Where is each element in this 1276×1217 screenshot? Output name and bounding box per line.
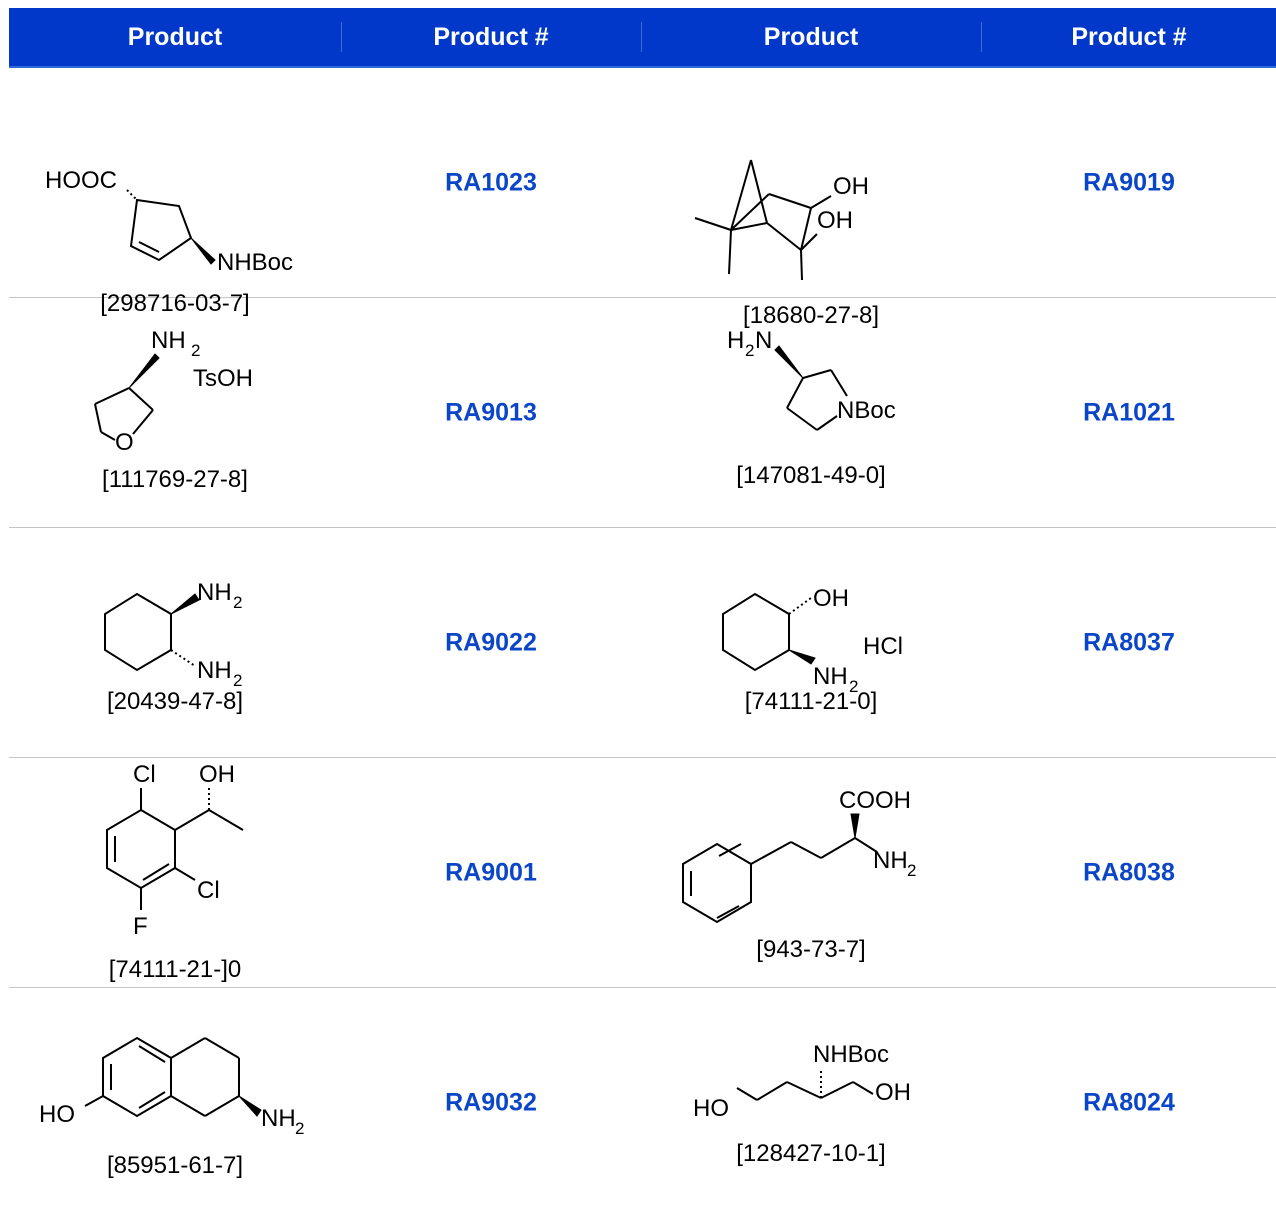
structure-label: HOOC [45,167,117,194]
product-number-link[interactable]: RA8024 [1083,1088,1175,1116]
cas-number: [85951-61-7] [106,1152,244,1179]
table-row: NH 2 NH 2 [20439-47-8] RA9022 OH HCl NH … [9,528,1276,758]
structure-cell: NH 2 NH 2 [20439-47-8] [9,528,341,757]
structure-label: NHBoc [217,249,293,276]
structure-label: COOH [839,787,911,814]
structure-image: HO NH 2 [39,1036,304,1138]
product-number-link[interactable]: RA9032 [445,1088,537,1116]
structure-label: F [133,913,148,940]
structure-image: COOH NH 2 [682,787,916,924]
structure-label: 2 [745,341,754,360]
product-number-cell[interactable]: RA8038 [981,758,1276,987]
structure-label: Cl [197,877,220,904]
structure-label: OH [875,1079,911,1106]
cas-number: [20439-47-8] [106,688,244,715]
cas-number: [74111-21-]0 [108,956,242,983]
structure-label: 2 [233,593,242,612]
header-product-2: Product [641,8,981,66]
structure-label: NH [261,1105,296,1132]
cas-number: [298716-03-7] [100,290,250,317]
table-row: NH 2 O TsOH [111769-27-8] RA9013 H 2 N [9,298,1276,528]
structure-image: HOOC NHBoc [45,167,293,276]
product-number-link[interactable]: RA8037 [1083,628,1175,656]
structure-label: NH [873,847,908,874]
structure-label: HO [39,1101,75,1128]
product-number-link[interactable]: RA9022 [445,628,537,656]
cas-number: [111769-27-8] [102,466,248,493]
product-number-cell[interactable]: RA9019 [981,68,1276,297]
table-row: Cl OH Cl F [74111-21-]0 RA9001 [9,758,1276,988]
structure-cell: NHBoc HO OH [128427-10-1] [641,988,981,1217]
structure-image: NHBoc HO OH [693,1041,911,1122]
cas-number: [18680-27-8] [742,302,880,329]
structure-label: HCl [863,633,903,660]
product-number-link[interactable]: RA1021 [1083,398,1175,426]
table-header: Product Product # Product Product # [9,8,1276,68]
product-number-link[interactable]: RA9019 [1083,168,1175,196]
structure-cell: H 2 N NBoc [147081-49-0] [641,298,981,527]
structure-image: Cl OH Cl F [106,761,244,940]
structure-label: OH [199,761,235,788]
product-number-cell[interactable]: RA9001 [341,758,641,987]
structure-cell: COOH NH 2 [943-73-7] [641,758,981,987]
product-table: Product Product # Product Product # HOOC… [9,8,1276,1217]
product-number-link[interactable]: RA8038 [1083,858,1175,886]
header-product-1: Product [127,23,223,51]
table-row: HOOC NHBoc [298716-03-7] RA1023 [9,68,1276,329]
structure-label: H [727,327,744,354]
header-product-number-1: Product # [341,8,641,66]
structure-label: NH [197,657,232,684]
structure-label: NH [813,663,848,690]
structure-label: 2 [191,341,200,360]
cas-number: [74111-21-0] [744,688,878,715]
cas-number: [128427-10-1] [736,1140,886,1167]
structure-image: NH 2 O TsOH [94,327,253,456]
structure-label: NHBoc [813,1041,889,1068]
product-number-link[interactable]: RA9001 [445,858,537,886]
structure-label: HO [693,1095,729,1122]
structure-image: OH OH [694,159,869,281]
product-number-cell[interactable]: RA1021 [981,298,1276,527]
structure-label: NBoc [837,397,896,424]
structure-cell: NH 2 O TsOH [111769-27-8] [9,298,341,527]
structure-label: NH [197,579,232,606]
structure-cell: OH OH [18680-27-8] [641,68,981,329]
product-number-cell[interactable]: RA8024 [981,988,1276,1217]
structure-label: OH [833,173,869,200]
structure-label: NH [151,327,186,354]
structure-image: OH HCl NH 2 [722,585,903,696]
product-number-link[interactable]: RA9013 [445,398,537,426]
cas-number: [943-73-7] [756,936,866,963]
header-product-number-2: Product # [981,8,1276,66]
structure-label: OH [813,585,849,612]
product-number-cell[interactable]: RA1023 [341,68,641,297]
structure-cell: OH HCl NH 2 [74111-21-0] [641,528,981,757]
structure-label: N [755,327,772,354]
table-row: HO NH 2 [85951-61-7] RA9032 NHBoc HO OH … [9,988,1276,1217]
structure-label: 2 [233,671,242,690]
structure-label: O [115,429,134,456]
structure-cell: HOOC NHBoc [298716-03-7] [9,68,341,317]
structure-cell: Cl OH Cl F [74111-21-]0 [9,758,341,987]
product-number-cell[interactable]: RA9022 [341,528,641,757]
product-number-cell[interactable]: RA8037 [981,528,1276,757]
structure-label: 2 [907,861,916,880]
product-number-cell[interactable]: RA9013 [341,298,641,527]
structure-label: TsOH [193,365,253,392]
product-number-link[interactable]: RA1023 [445,168,537,196]
cas-number: [147081-49-0] [736,462,886,489]
structure-label: OH [817,207,853,234]
structure-image: NH 2 NH 2 [104,579,242,690]
structure-label: Cl [133,761,156,788]
structure-label: 2 [849,677,858,696]
product-number-cell[interactable]: RA9032 [341,988,641,1217]
structure-label: 2 [295,1119,304,1138]
structure-image: H 2 N NBoc [727,327,896,431]
structure-cell: HO NH 2 [85951-61-7] [9,988,341,1217]
